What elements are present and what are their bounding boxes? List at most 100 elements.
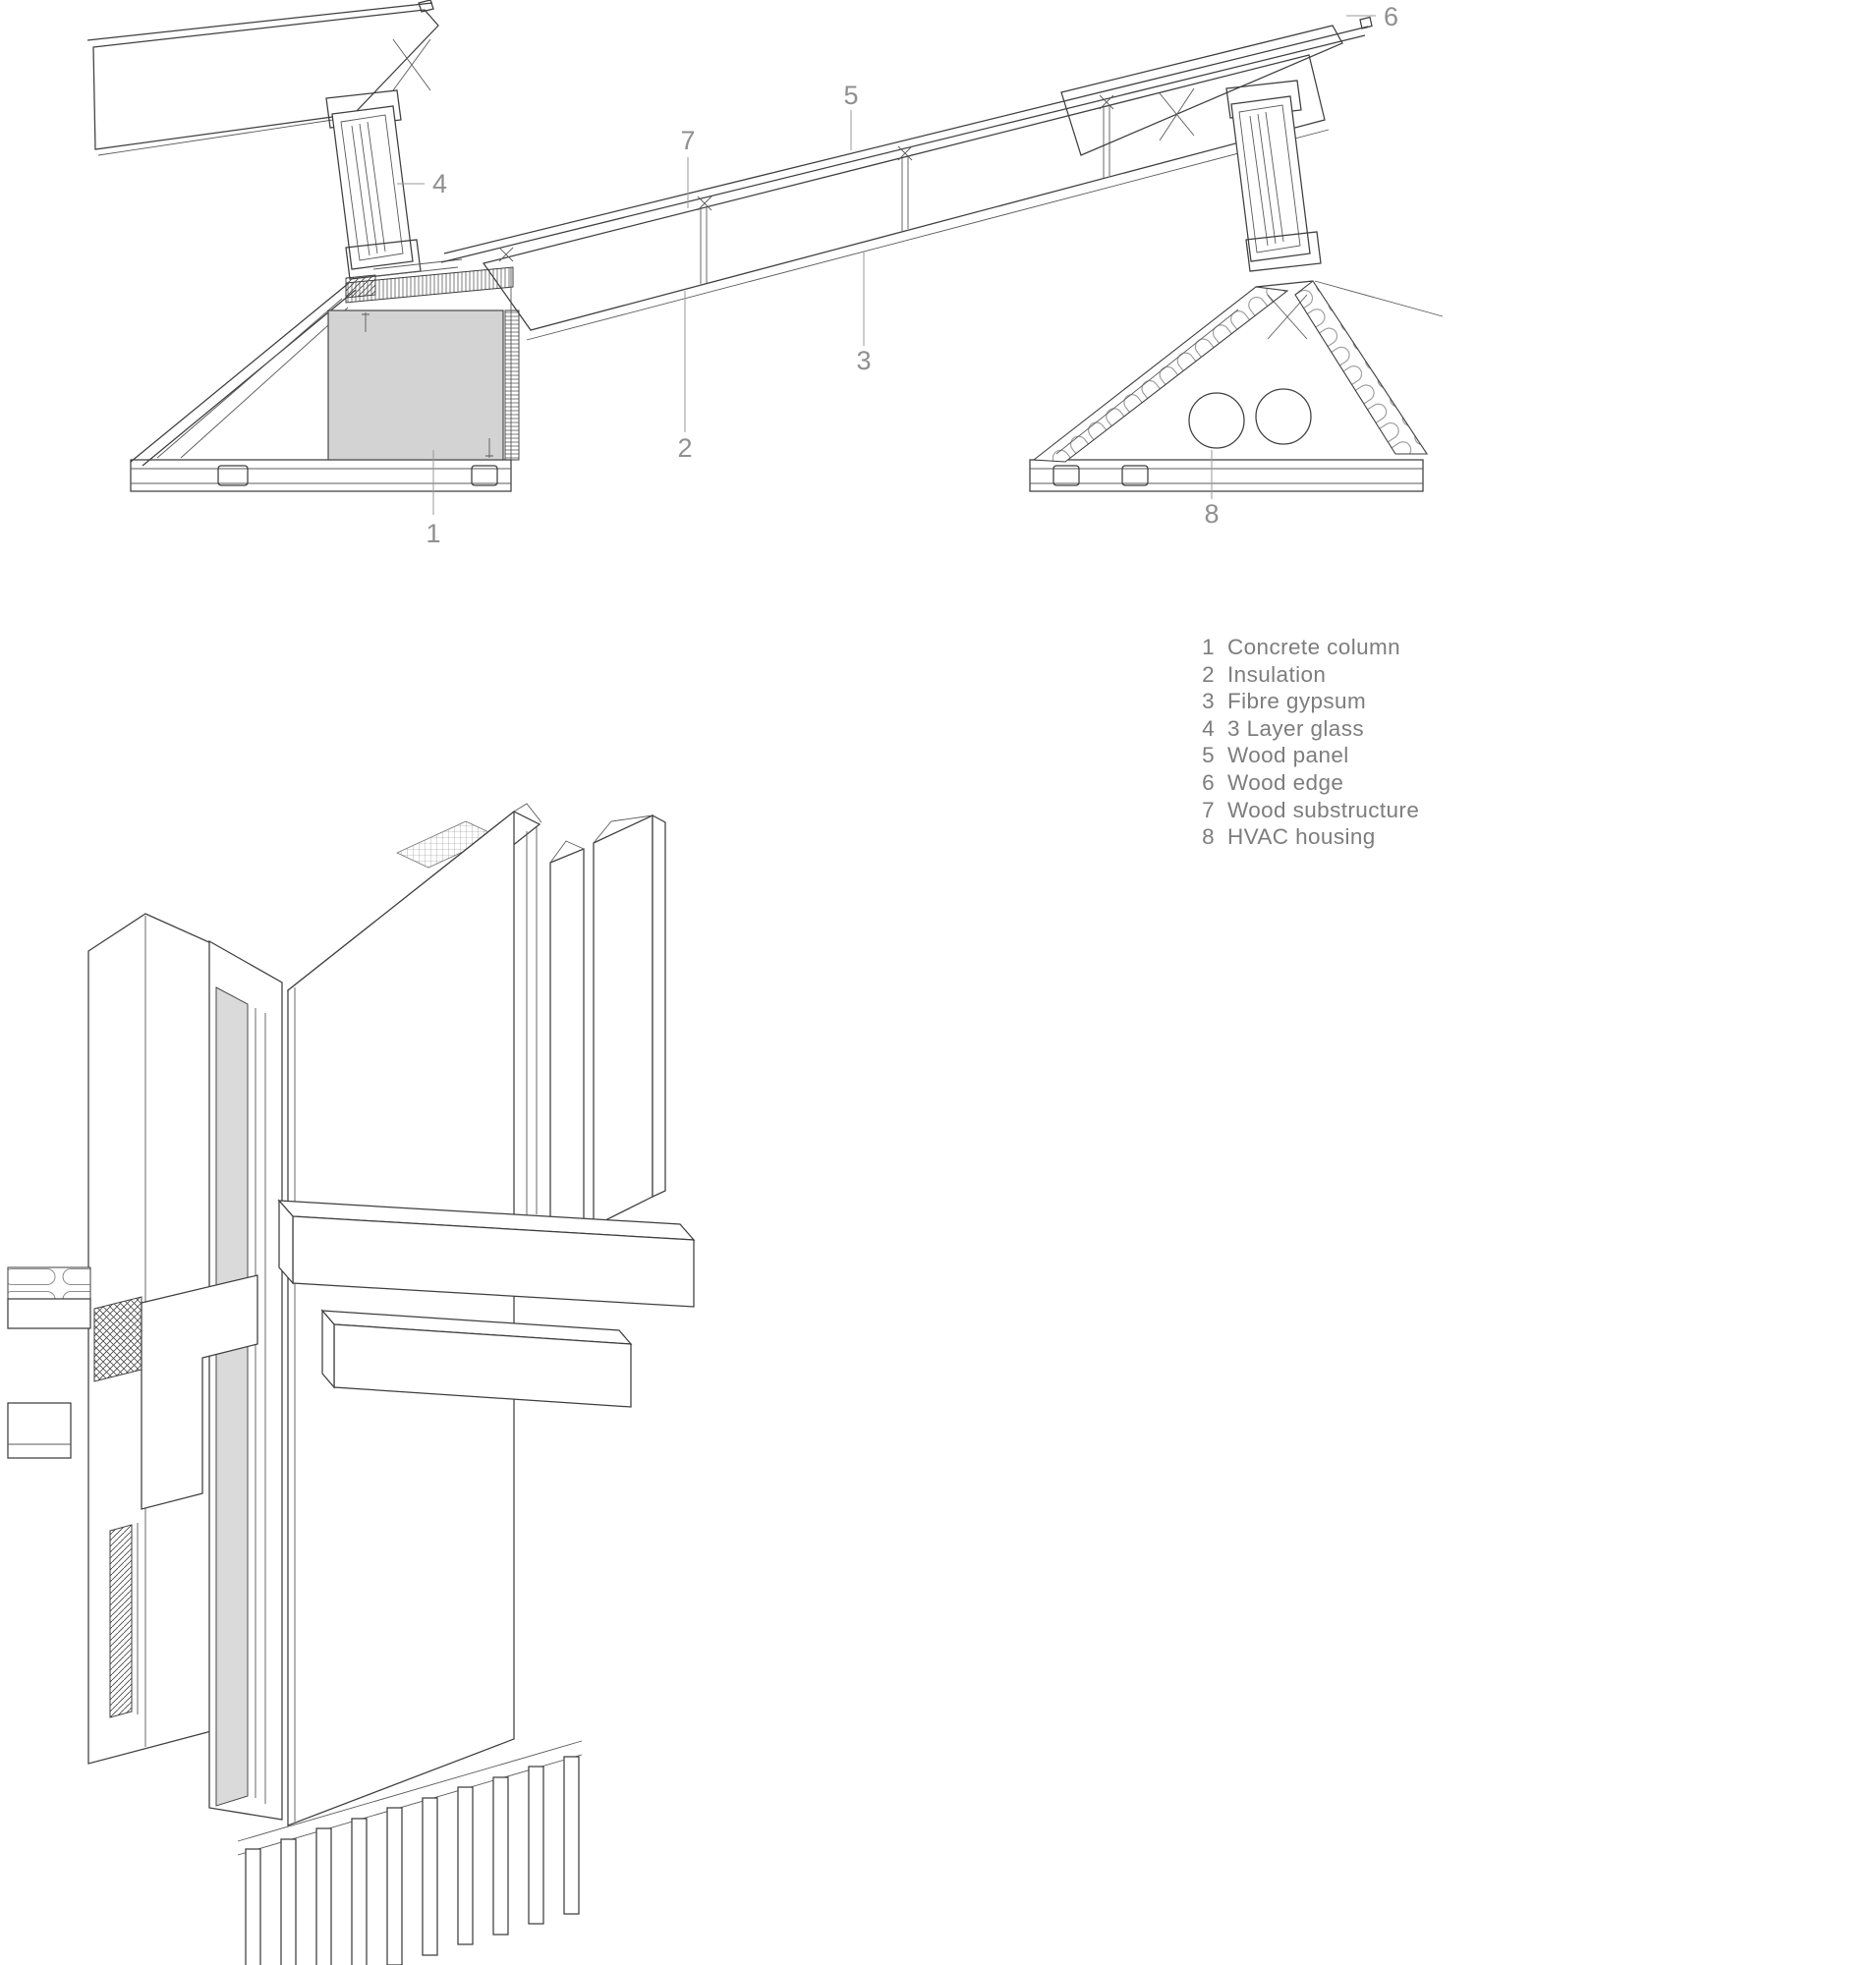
rib xyxy=(563,1756,580,1915)
rib xyxy=(386,1807,403,1965)
axon-right-strip-2 xyxy=(593,814,654,1228)
axon-crosshatch-block xyxy=(93,1296,142,1382)
truss-x-brace xyxy=(1267,294,1308,340)
callout-5: 5 xyxy=(843,81,858,110)
legend-item-label: Wood edge xyxy=(1227,769,1344,795)
rib xyxy=(245,1848,261,1965)
legend-item: 6 Wood edge xyxy=(1197,770,1419,798)
axon-right-strip-2-side xyxy=(652,814,666,1198)
callout-4: 4 xyxy=(432,169,447,198)
axon-slab-lower-part xyxy=(7,1298,91,1329)
rib xyxy=(457,1786,474,1945)
legend-item-label: 3 Layer glass xyxy=(1227,715,1365,741)
axon-rib-band xyxy=(237,1740,583,1965)
floor-block xyxy=(1052,465,1080,486)
window-frame-outer xyxy=(1230,95,1311,262)
legend-item-number: 2 xyxy=(1202,661,1215,687)
legend: 1 Concrete column 2 Insulation 3 Fibre g… xyxy=(1197,635,1419,852)
callout-8: 8 xyxy=(1204,499,1219,529)
legend-item-number: 4 xyxy=(1202,715,1215,741)
legend-item-label: Fibre gypsum xyxy=(1227,689,1367,714)
callout-2: 2 xyxy=(677,433,692,463)
legend-item-number: 1 xyxy=(1202,635,1215,659)
window-head-seal xyxy=(325,89,402,129)
upper-left-edge-notch xyxy=(418,0,434,13)
rib xyxy=(280,1838,297,1965)
legend-item: 2 Insulation xyxy=(1197,662,1419,690)
callout-7: 7 xyxy=(680,126,695,155)
right-pod-top-edge xyxy=(1255,280,1314,288)
clerestory-window-left xyxy=(325,89,463,280)
callout-1: 1 xyxy=(426,519,440,548)
hvac-duct-circle xyxy=(1188,392,1245,449)
wood-panel-bottom-line xyxy=(440,34,1366,263)
axon-slab-insulated xyxy=(7,1266,91,1300)
legend-item-number: 3 xyxy=(1202,689,1215,714)
axon-left-attachments xyxy=(7,1266,258,1718)
callout-leaders xyxy=(397,15,1376,515)
right-pod xyxy=(1029,280,1444,492)
legend-item: 5 Wood panel xyxy=(1197,743,1419,770)
right-pod-floor xyxy=(1029,459,1424,492)
right-pod-right-insulation xyxy=(1294,280,1429,455)
legend-item-label: Insulation xyxy=(1227,661,1327,687)
concrete-column xyxy=(327,309,504,461)
fibre-gypsum-underside xyxy=(526,129,1330,341)
right-pod-strut xyxy=(1055,309,1239,455)
upper-right-roof xyxy=(1060,25,1343,156)
triple-glazing-lines xyxy=(1249,111,1284,247)
left-pod-floor xyxy=(130,459,512,492)
legend-item-label: Wood panel xyxy=(1227,743,1349,768)
axon-right-strip-1 xyxy=(549,848,585,1241)
legend-item: 7 Wood substructure xyxy=(1197,798,1419,825)
triple-glazing-lines xyxy=(351,121,386,256)
rib xyxy=(315,1827,332,1965)
axon-detail xyxy=(7,803,696,1965)
left-pod-sloped-edge xyxy=(130,282,357,467)
legend-item-label: Concrete column xyxy=(1227,635,1401,659)
seal-block xyxy=(345,274,376,299)
legend-item: 4 3 Layer glass xyxy=(1197,716,1419,744)
axon-glass-pane xyxy=(215,986,249,1807)
upper-left-sheathing-line xyxy=(86,2,433,41)
top-section-drawing: 1 2 3 4 5 6 7 8 xyxy=(86,0,1444,548)
axon-l-bracket xyxy=(141,1274,258,1510)
rib xyxy=(492,1776,509,1936)
clerestory-window-right xyxy=(1225,80,1322,272)
window-head-seal xyxy=(1225,80,1302,119)
left-pod xyxy=(130,266,520,492)
truss-x-brace xyxy=(392,38,431,91)
rib xyxy=(422,1797,438,1956)
legend-item-number: 7 xyxy=(1202,797,1215,822)
truss-x-brace xyxy=(1159,87,1195,141)
legend-item-label: Wood substructure xyxy=(1227,797,1420,822)
floor-block xyxy=(1121,465,1149,486)
legend-item-number: 5 xyxy=(1202,743,1215,768)
right-pod-edge-insulation xyxy=(1032,286,1289,463)
legend-item: 8 HVAC housing xyxy=(1197,824,1419,852)
floor-block xyxy=(217,465,249,486)
legend-item-number: 6 xyxy=(1202,769,1215,795)
rib xyxy=(351,1818,368,1965)
substructure-comb-side xyxy=(504,309,520,461)
window-frame-inner xyxy=(1238,104,1301,253)
upper-left-roof xyxy=(86,0,439,156)
insulated-roof-panel xyxy=(440,16,1373,341)
hvac-duct-circle xyxy=(1255,388,1312,445)
axon-beam-lower-end xyxy=(321,1309,335,1389)
joint-x-marks xyxy=(498,94,1114,262)
upper-right-insulation xyxy=(1060,25,1343,156)
legend-item-label: HVAC housing xyxy=(1227,824,1376,850)
window-sill-seal xyxy=(1245,231,1322,272)
axon-reveal-lines xyxy=(526,827,538,1218)
callout-6: 6 xyxy=(1384,2,1398,31)
window-frame-inner xyxy=(340,114,404,261)
axon-beam-upper-end xyxy=(278,1199,294,1285)
callout-numbers: 1 2 3 4 5 6 7 8 xyxy=(426,2,1398,548)
floor-block xyxy=(471,465,498,486)
rib xyxy=(528,1766,544,1925)
fasteners xyxy=(362,312,493,458)
axon-vertical-seal-strip xyxy=(109,1524,133,1718)
